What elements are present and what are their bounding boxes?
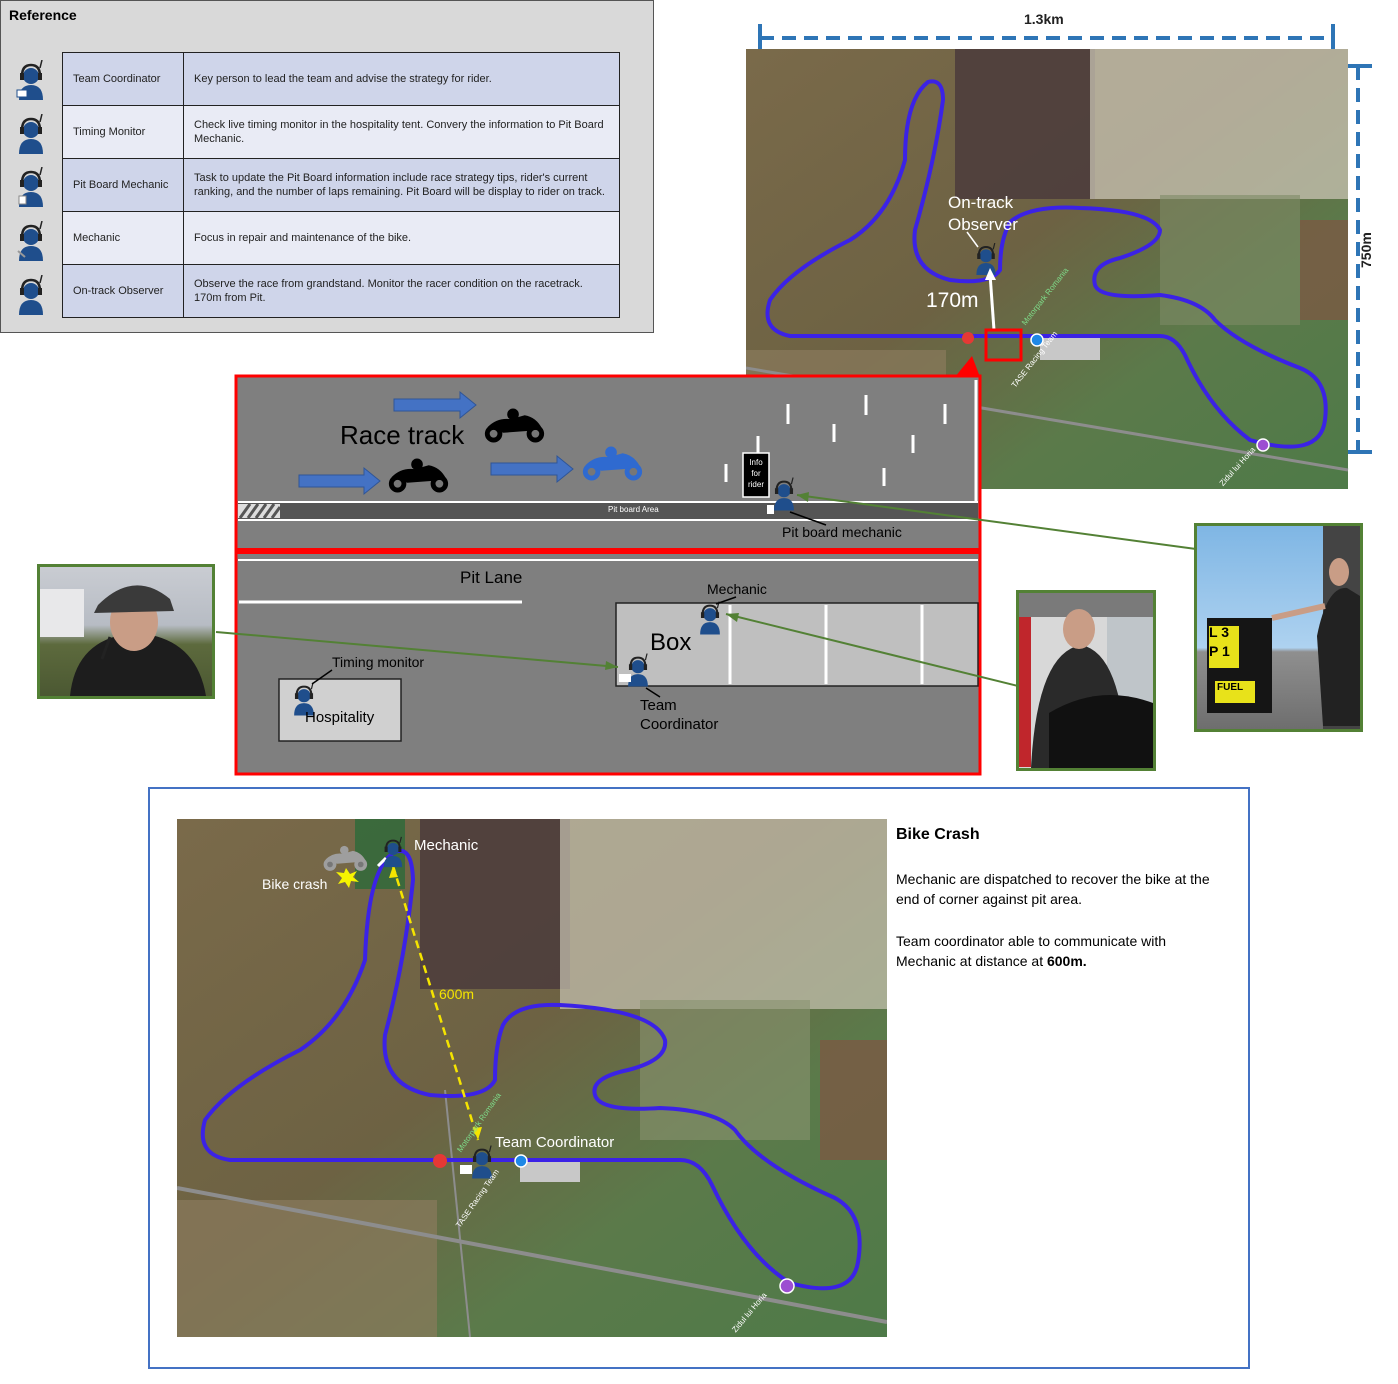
info-sign	[742, 452, 770, 498]
distance-dashed-line	[391, 865, 480, 1141]
arrow-head-icon	[473, 1127, 482, 1140]
info-sign-label: Info for rider	[747, 458, 764, 489]
desc-cell: Observe the race from grandstand. Monito…	[183, 264, 620, 318]
desc-cell: Focus in repair and maintenance of the b…	[183, 211, 620, 265]
desc-cell: Key person to lead the team and advise t…	[183, 52, 620, 106]
crash-race-track-path	[200, 848, 862, 1291]
hospitality-label: Hospitality	[305, 709, 375, 726]
map-pin-icon	[514, 1154, 528, 1168]
pit-board-mechanic-label: Pit board mechanic	[782, 524, 902, 540]
crash-satellite-image	[177, 819, 887, 1337]
width-dimension	[758, 24, 1335, 50]
photo-mechanic	[1016, 590, 1156, 771]
map-pin-icon	[779, 1278, 795, 1294]
pit-highlight-box	[984, 328, 1023, 362]
laptop-icon	[619, 674, 631, 682]
race-track-path	[765, 79, 1328, 449]
track-markings	[724, 395, 947, 486]
race-track-label: Race track	[340, 420, 465, 450]
observer-distance-label: 170m	[926, 289, 979, 312]
table-row: Pit Board Mechanic Task to update the Pi…	[62, 158, 620, 212]
mechanic-photo-icon	[1019, 593, 1153, 768]
team-coordinator-icon	[16, 60, 48, 100]
reference-panel: Reference Team Coordinator Key person to…	[0, 0, 654, 333]
crash-mechanic-label: Mechanic	[414, 837, 479, 854]
pit-board-area-label: Pit board Area	[608, 505, 659, 514]
map-pin-icon	[962, 332, 974, 344]
crash-burst-icon	[336, 868, 359, 888]
role-cell: Timing Monitor	[62, 105, 184, 159]
crash-map	[177, 819, 887, 1337]
reference-title: Reference	[9, 7, 77, 23]
connector-lines	[215, 492, 1197, 687]
role-cell: Pit Board Mechanic	[62, 158, 184, 212]
pit-board-icon	[767, 505, 774, 514]
map-pin-icon	[1256, 438, 1270, 452]
mechanic-label: Mechanic	[707, 581, 767, 597]
pit-board-position: P 1	[1209, 643, 1230, 659]
observer-distance-arrow	[988, 273, 996, 331]
table-row: Mechanic Focus in repair and maintenance…	[62, 211, 620, 265]
zoom-pointer	[955, 356, 980, 377]
mechanic-icon	[17, 221, 48, 261]
team-coordinator-label: Team Coordinator	[640, 697, 719, 733]
pit-board-lap: L 3	[1209, 624, 1229, 640]
observer-pointer	[966, 231, 979, 248]
observer-label: On-track Observer	[948, 193, 1018, 234]
pit-board-fuel: FUEL	[1217, 682, 1244, 693]
photo-pit-board-mechanic	[1194, 523, 1363, 732]
arrow-head-icon	[389, 866, 398, 878]
width-label: 1.3km	[1024, 11, 1064, 27]
box-area	[615, 602, 979, 687]
pit-board-photo-text: L 3 P 1	[1209, 623, 1239, 661]
table-row: On-track Observer Observe the race from …	[62, 264, 620, 318]
pit-board-mechanic-icon	[14, 167, 48, 207]
map-pin-icon	[433, 1154, 447, 1168]
desc-cell: Check live timing monitor in the hospita…	[183, 105, 620, 159]
direction-arrows	[298, 390, 574, 496]
height-dimension	[1348, 64, 1372, 454]
arrow-head-icon	[985, 268, 996, 280]
wrench-icon	[376, 856, 388, 868]
bike-crash-panel	[148, 787, 1250, 1369]
pit-wall-line	[237, 548, 979, 554]
person-photo-icon	[40, 585, 206, 696]
pit-diagram	[234, 356, 982, 776]
laptop-icon	[460, 1165, 472, 1174]
timing-monitor-label: Timing monitor	[332, 654, 425, 670]
crash-panel-para1: Mechanic are dispatched to recover the b…	[896, 871, 1210, 907]
crash-panel-para2-bold: 600m.	[1046, 953, 1087, 969]
role-cell: Team Coordinator	[62, 52, 184, 106]
pit-lane-label: Pit Lane	[460, 568, 523, 587]
crash-distance-label: 600m	[439, 986, 475, 1002]
crash-coordinator-label: Team Coordinator	[495, 1134, 615, 1151]
box-label: Box	[650, 629, 692, 656]
bike-crash-label: Bike crash	[262, 876, 328, 892]
crash-panel-para2-text: Team coordinator able to communicate wit…	[896, 933, 1167, 969]
crash-panel-para2: Team coordinator able to communicate wit…	[896, 931, 1226, 971]
box-dividers	[728, 605, 924, 684]
table-row: Timing Monitor Check live timing monitor…	[62, 105, 620, 159]
pit-board-photo-icon	[1207, 526, 1360, 729]
crash-panel-title: Bike Crash	[896, 826, 980, 843]
table-row: Team Coordinator Key person to lead the …	[62, 52, 620, 106]
desc-cell: Task to update the Pit Board information…	[183, 158, 620, 212]
reference-table: Team Coordinator Key person to lead the …	[62, 52, 620, 318]
role-cell: Mechanic	[62, 211, 184, 265]
photo-team-coordinator	[37, 564, 215, 699]
map-pin-icon	[1030, 333, 1044, 347]
role-cell: On-track Observer	[62, 264, 184, 318]
